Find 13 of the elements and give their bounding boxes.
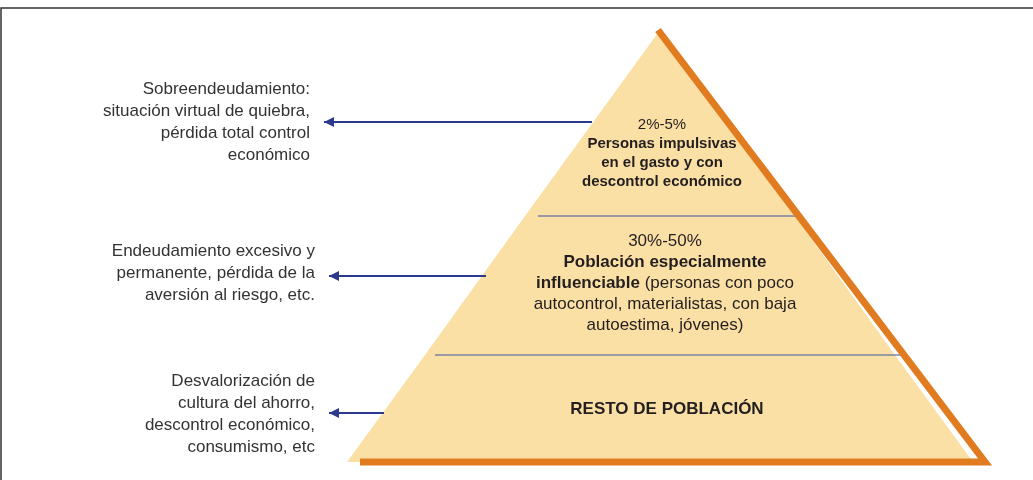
layer-description: RESTO DE POBLACIÓN [569, 398, 765, 419]
pyramid-layer [425, 216, 895, 355]
arrow [328, 408, 385, 418]
effect-description: Desvalorización de cultura del ahorro, descontrol económico, consumismo, etc [140, 370, 315, 458]
arrow [323, 117, 593, 127]
pyramid-layer [347, 355, 973, 462]
layer-description: Población especialmente influenciable (personas con poco autocontrol, materialistas, con baja autoestima, jóvenes) [532, 251, 798, 335]
arrow [328, 271, 487, 281]
percentage-label: 2%-5% [636, 114, 688, 133]
effect-description: Endeudamiento excesivo y permanente, pérdida de la aversión al riesgo, etc. [60, 240, 315, 306]
layer-description: Personas impulsivas en el gasto y con descontrol económico [581, 133, 743, 190]
percentage-label: 30%-50% [627, 230, 703, 251]
effect-description: Sobreendeudamiento: situación virtual de quiebra, pérdida total control económico [95, 78, 310, 166]
